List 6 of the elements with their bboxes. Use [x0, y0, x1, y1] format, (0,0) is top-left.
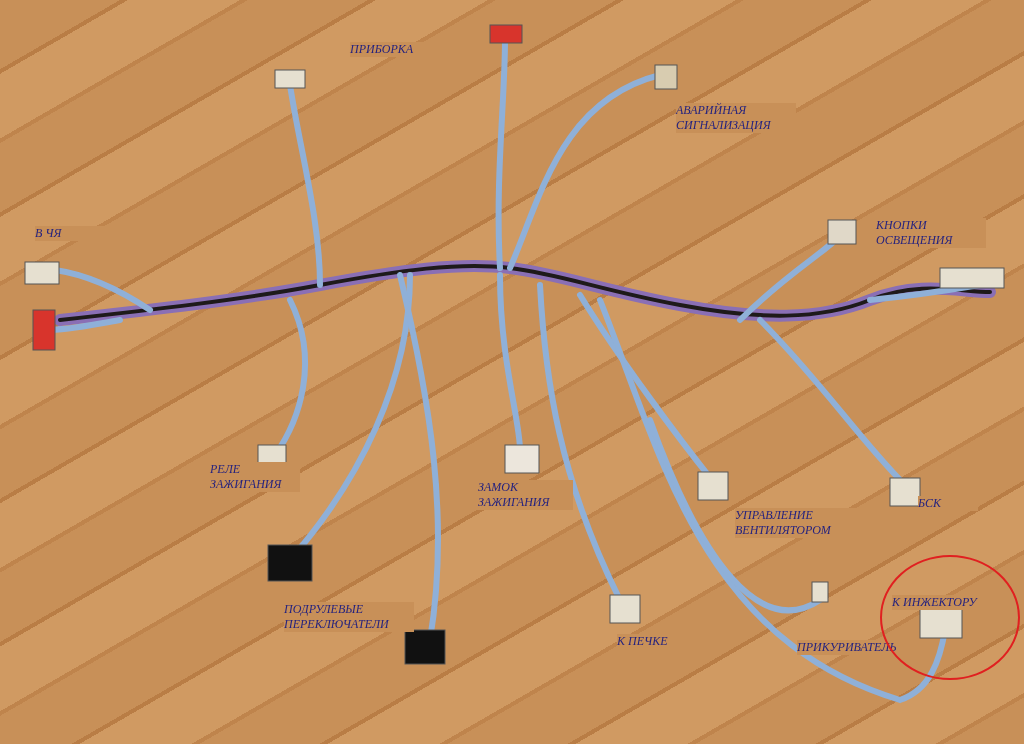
- part-label: АВАРИЙНАЯ СИГНАЛИЗАЦИЯ: [676, 103, 796, 133]
- part-label: ЗАМОК ЗАЖИГАНИЯ: [478, 480, 573, 510]
- part-label: БСК: [918, 496, 978, 511]
- part-label: КНОПКИ ОСВЕЩЕНИЯ: [876, 218, 986, 248]
- part-label: ПОДРУЛЕВЫЕ ПЕРЕКЛЮЧАТЕЛИ: [284, 602, 414, 632]
- part-label: РЕЛЕ ЗАЖИГАНИЯ: [210, 462, 300, 492]
